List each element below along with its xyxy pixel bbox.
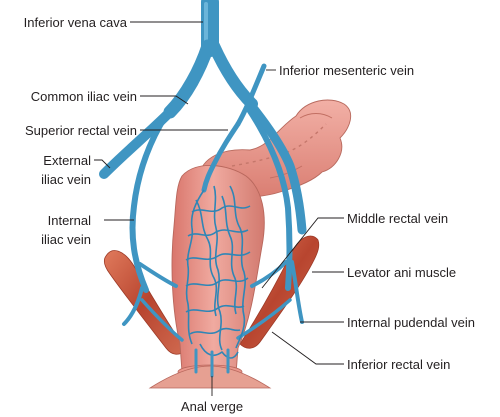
label-external-iliac-vein-line2: iliac vein: [41, 172, 91, 187]
label-internal-iliac-vein-line2: iliac vein: [41, 232, 91, 247]
internal-pudendal-vein-vessel: [290, 260, 304, 324]
label-levator-ani-muscle: Levator ani muscle: [347, 265, 456, 280]
leader-inferior-rectal-vein: [271, 331, 344, 365]
leader-external-iliac-vein: [94, 159, 111, 169]
label-internal-pudendal-vein: Internal pudendal vein: [347, 315, 475, 330]
label-middle-rectal-vein: Middle rectal vein: [347, 211, 448, 226]
labels: Inferior vena cava Common iliac vein Sup…: [24, 15, 475, 414]
label-anal-verge: Anal verge: [181, 399, 243, 414]
label-inferior-mesenteric-vein: Inferior mesenteric vein: [279, 63, 414, 78]
inferior-rectal-vein-vessel: [236, 298, 292, 340]
label-common-iliac-vein: Common iliac vein: [31, 89, 137, 104]
leader-middle-rectal-vein: [261, 217, 344, 289]
middle-rectal-vein-vessel: [250, 260, 288, 288]
venous-system: [99, 0, 307, 378]
superior-rectal-vein-vessel: [201, 121, 241, 193]
common-iliac-vein-left-vessel: [163, 39, 215, 119]
label-superior-rectal-vein: Superior rectal vein: [25, 123, 137, 138]
common-iliac-vein-right-vessel: [208, 40, 258, 110]
leader-common-iliac-vein: [140, 95, 189, 105]
label-internal-iliac-vein-line1: Internal: [48, 213, 91, 228]
rectal-venous-plexus: [185, 185, 251, 359]
label-inferior-vena-cava: Inferior vena cava: [24, 15, 128, 30]
label-external-iliac-vein-line1: External: [43, 153, 91, 168]
internal-iliac-vein-left-vessel: [129, 109, 171, 293]
inferior-mesenteric-vein-vessel: [235, 63, 267, 127]
label-inferior-rectal-vein: Inferior rectal vein: [347, 357, 450, 372]
leader-lines: [94, 21, 344, 396]
